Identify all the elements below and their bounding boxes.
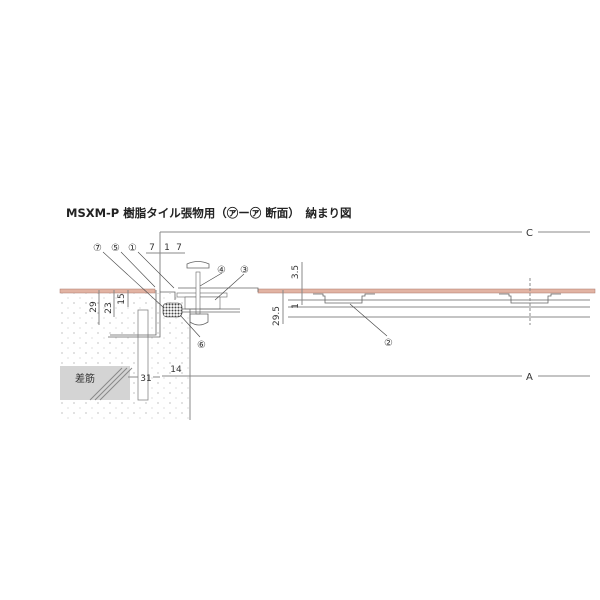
dim-3-5: 3.5 <box>291 265 301 279</box>
dim-7a: 7 <box>149 243 155 253</box>
svg-text:③: ③ <box>240 265 249 276</box>
callout-4: ④ <box>217 265 226 276</box>
callout-7: ⑦ <box>93 243 102 254</box>
frame-profile <box>108 261 259 338</box>
svg-text:④: ④ <box>217 265 226 276</box>
dim-29-5: 29.5 <box>272 306 282 326</box>
support-rail <box>313 293 375 304</box>
svg-text:⑦: ⑦ <box>93 243 102 254</box>
dim-1: 1 <box>164 243 170 253</box>
dim-15: 15 <box>117 293 127 304</box>
dim-29: 29 <box>89 301 99 313</box>
svg-text:⑤: ⑤ <box>111 243 120 254</box>
drawing-title: MSXM-P 樹脂タイル張物用（㋐ー㋐ 断面） 納まり図 <box>66 206 352 220</box>
callout-2: ② <box>384 338 393 349</box>
svg-text:②: ② <box>384 338 393 349</box>
callout-3: ③ <box>240 265 249 276</box>
tile-left <box>59 288 156 294</box>
callout-1: ① <box>128 243 137 254</box>
callout-5: ⑤ <box>111 243 120 254</box>
dim-1-right: 1 <box>291 303 301 309</box>
dim-23: 23 <box>104 302 114 313</box>
svg-text:①: ① <box>128 243 137 254</box>
callout-6: ⑥ <box>197 340 206 351</box>
label-rebar: 差筋 <box>75 372 95 385</box>
label-c: C <box>526 228 533 239</box>
leader-lines <box>102 251 388 338</box>
rebar <box>89 309 149 401</box>
tile-right <box>257 288 596 294</box>
svg-text:⑥: ⑥ <box>197 340 206 351</box>
label-a: A <box>526 372 533 383</box>
dim-7b: 7 <box>176 243 182 253</box>
dim-14: 14 <box>170 365 182 375</box>
dim-31: 31 <box>140 374 151 384</box>
